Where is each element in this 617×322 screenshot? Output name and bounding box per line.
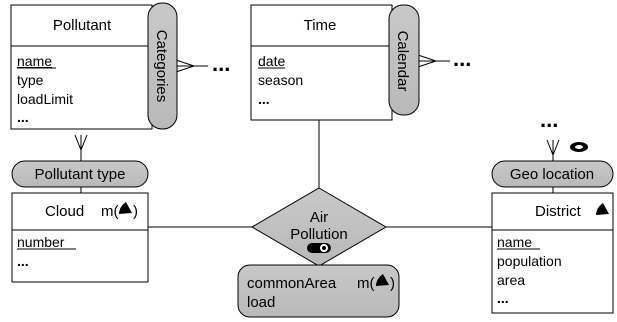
hierarchy-pollutant-type-label: Pollutant type <box>35 166 126 183</box>
crows-foot-categories <box>175 59 196 73</box>
spatial-area-icon-district <box>596 203 609 215</box>
entity-pollutant-key: name <box>17 53 52 69</box>
entity-district-attr-area: area <box>497 272 525 288</box>
spatial-point-icon-geo <box>570 142 588 152</box>
relationship-attributes-box <box>237 264 400 318</box>
entity-time-box <box>250 4 393 121</box>
categories-dots: ... <box>212 51 230 76</box>
entity-pollutant: Pollutant name type loadLimit ... <box>10 4 153 130</box>
spatial-time-toggle-icon <box>307 243 331 253</box>
entity-time-attr-season: season <box>258 72 303 88</box>
relationship-attr-marker-close: ) <box>390 275 395 292</box>
entity-time: Time date season ... <box>250 4 393 121</box>
entity-district-key: name <box>497 234 532 250</box>
calendar-dots: ... <box>453 46 471 71</box>
hierarchy-pollutant-type-pill <box>11 160 149 188</box>
hierarchy-pollutant-type: Pollutant type <box>11 160 149 188</box>
hierarchy-geo-location: Geo location <box>491 160 614 188</box>
entity-time-title: Time <box>304 17 337 34</box>
crows-foot-pollutant-type <box>74 134 88 152</box>
entity-cloud-marker: m( <box>101 203 119 220</box>
spatial-area-icon-cloud <box>119 202 132 214</box>
crows-foot-markers <box>74 54 560 157</box>
relationship-air-pollution: Air Pollution <box>251 187 387 267</box>
hierarchy-categories: Categories <box>147 2 178 130</box>
relationship-attr-commonarea: commonArea <box>247 275 337 292</box>
relationship-name-line2: Pollution <box>290 226 348 243</box>
entity-cloud-attr-more: ... <box>17 253 29 269</box>
geo-location-dots: ... <box>540 107 558 132</box>
entity-pollutant-attr-more: ... <box>17 109 29 125</box>
relationship-attr-marker: m( <box>357 275 375 292</box>
hierarchy-geo-location-label: Geo location <box>510 166 594 183</box>
hierarchy-calendar: Calendar <box>388 4 420 116</box>
entity-cloud-title: Cloud <box>45 203 84 220</box>
relationship-name-line1: Air <box>310 209 328 226</box>
entity-time-attr-more: ... <box>258 91 270 107</box>
crows-foot-calendar <box>417 54 438 68</box>
hierarchy-calendar-label: Calendar <box>394 31 411 92</box>
relationship-attr-load: load <box>247 294 275 311</box>
crows-foot-geo-location <box>546 139 560 157</box>
entity-pollutant-attr-type: type <box>17 72 44 88</box>
entity-pollutant-attr-loadlimit: loadLimit <box>17 91 73 107</box>
entity-time-key: date <box>258 53 285 69</box>
hierarchy-geo-location-pill <box>491 160 614 188</box>
entity-district-box <box>491 192 614 314</box>
entity-cloud-key: number <box>17 234 65 250</box>
entity-district-title: District <box>535 203 582 220</box>
entity-cloud-marker-close: ) <box>133 203 138 220</box>
connectors <box>80 60 554 285</box>
entity-district-attr-more: ... <box>497 290 509 306</box>
entity-district: District name population area ... <box>491 192 614 314</box>
hierarchy-categories-label: Categories <box>153 30 170 103</box>
entity-pollutant-title: Pollutant <box>53 17 112 34</box>
entity-district-attr-population: population <box>497 253 562 269</box>
relationship-attributes: commonArea m( ) load <box>237 264 400 318</box>
spatial-area-icon-commonarea <box>376 274 389 286</box>
entity-cloud: Cloud m( ) number ... <box>11 192 149 283</box>
hierarchy-calendar-pill <box>388 4 420 116</box>
hierarchy-categories-pill <box>147 2 178 130</box>
